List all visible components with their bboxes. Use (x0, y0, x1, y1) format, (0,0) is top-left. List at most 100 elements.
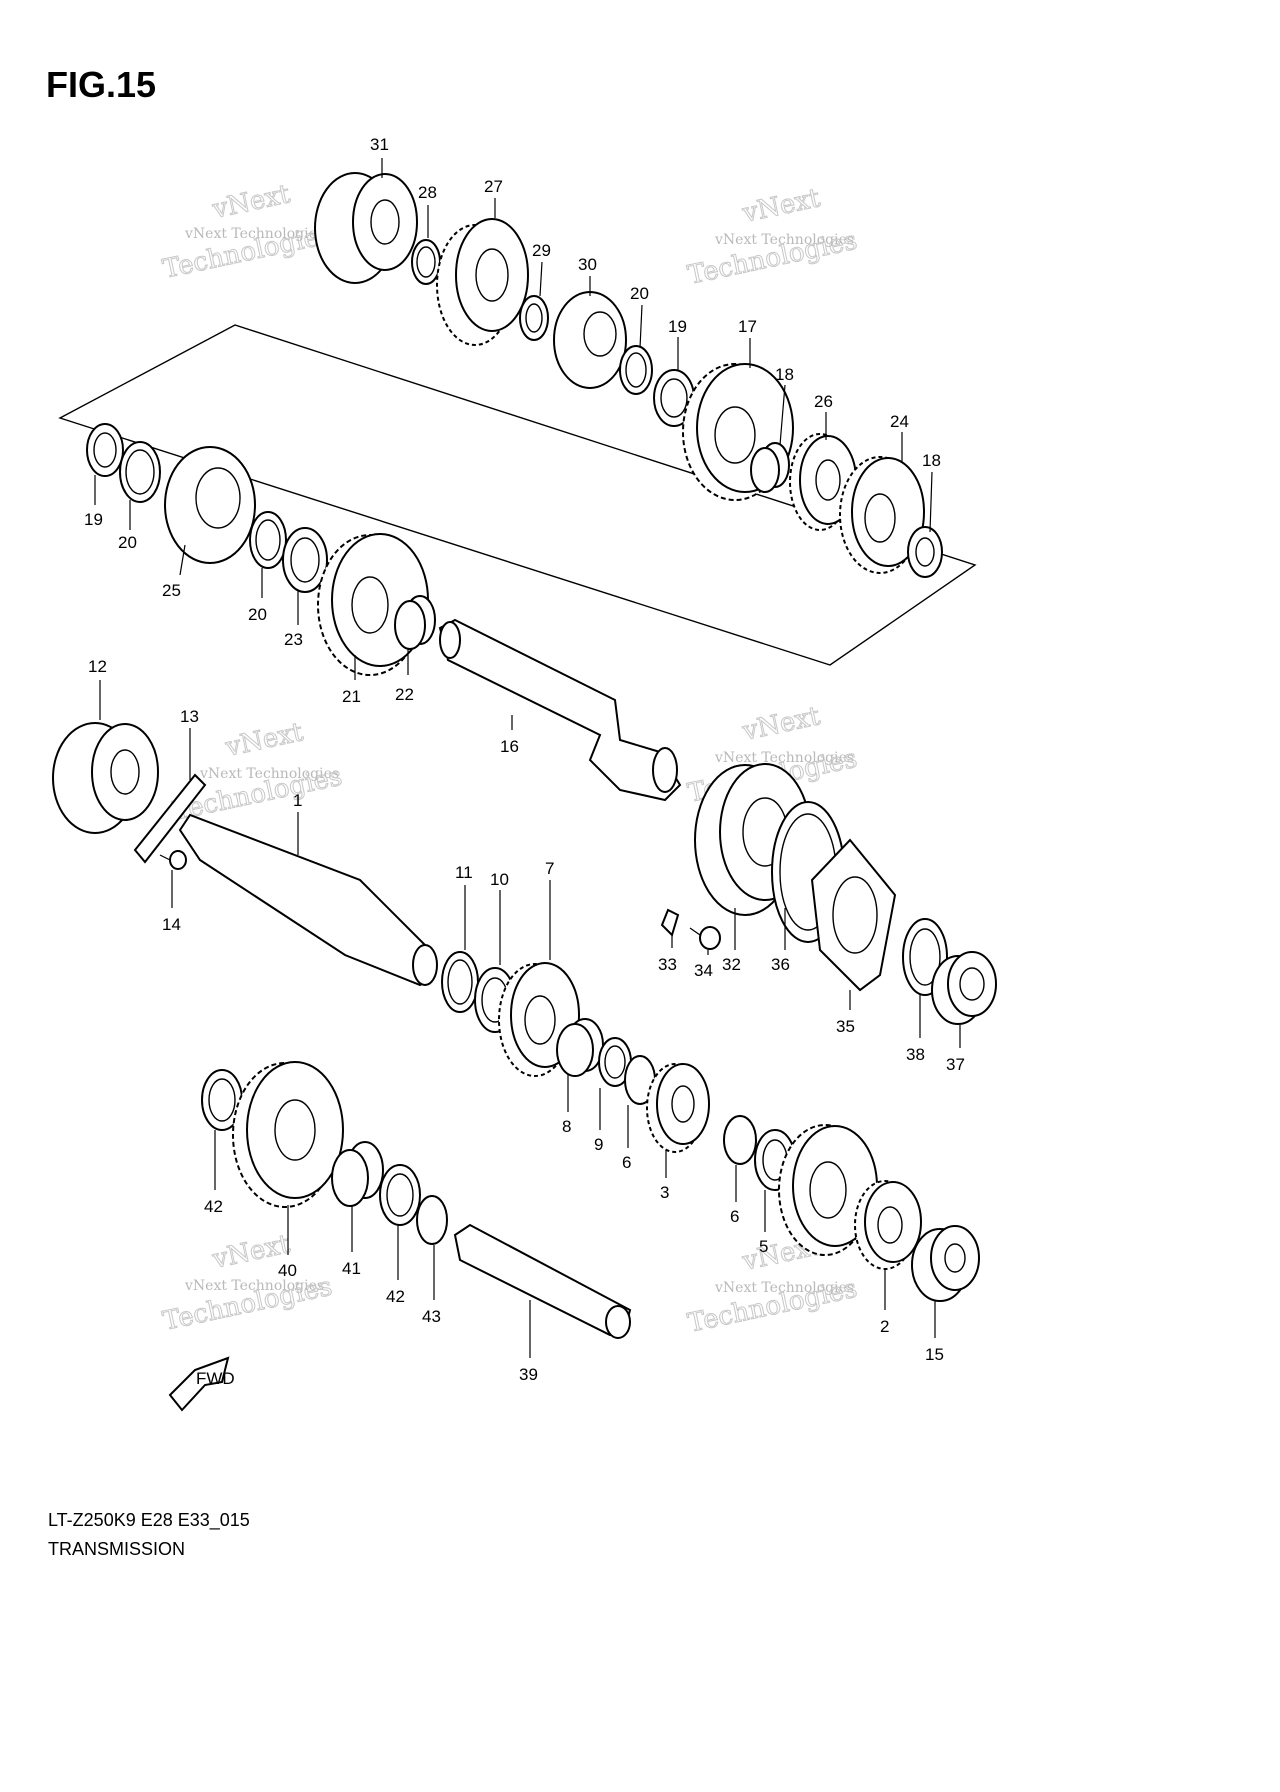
gear (232, 1061, 344, 1208)
bearing (911, 1225, 980, 1302)
bushing (556, 1018, 604, 1077)
bearing-retainer (660, 908, 680, 937)
washer (86, 423, 124, 477)
callout-label: 25 (162, 581, 181, 600)
callout-label: 28 (418, 183, 437, 202)
callout-label: 27 (484, 177, 503, 196)
watermark-text: vNext (739, 701, 823, 747)
callout-label: 43 (422, 1307, 441, 1326)
callout-label: 1 (293, 791, 302, 810)
bearing (694, 763, 811, 916)
callout-label: 18 (775, 365, 794, 384)
gear (839, 456, 925, 574)
washer (379, 1164, 421, 1226)
callout-label: 24 (890, 412, 909, 431)
forward-label: FWD (196, 1369, 235, 1388)
gear (436, 218, 529, 346)
callout-label: 20 (118, 533, 137, 552)
callout-label: 10 (490, 870, 509, 889)
callout-label: 38 (906, 1045, 925, 1064)
watermark-text: vNext Technologies (714, 750, 854, 766)
callout-label: 15 (925, 1345, 944, 1364)
watermark-text: vNext (739, 183, 823, 229)
callout-label: 22 (395, 685, 414, 704)
watermark-text: vNext (222, 717, 306, 763)
circlip (723, 1115, 757, 1165)
bearing-retainer (133, 773, 207, 864)
countershaft (438, 618, 682, 802)
callout-label: 39 (519, 1365, 538, 1384)
callout-label: 34 (694, 961, 713, 980)
watermark-text: vNext Technologies (184, 226, 324, 242)
callout-label: 6 (622, 1153, 631, 1172)
callout-label: 35 (836, 1017, 855, 1036)
gear (646, 1063, 710, 1153)
circlip (441, 951, 479, 1013)
forward-direction-badge: FWD (168, 1356, 235, 1412)
bushing (750, 442, 790, 493)
watermark-text: vNext Technologies (714, 1280, 854, 1296)
callout-label: 30 (578, 255, 597, 274)
countershaft-group-frame (58, 324, 977, 666)
callout-label: 31 (370, 135, 389, 154)
bevel-gear (810, 838, 897, 992)
circlip (249, 511, 287, 569)
diagram-name: TRANSMISSION (48, 1539, 186, 1559)
callout-label: 13 (180, 707, 199, 726)
screw (689, 926, 721, 950)
callout-label: 41 (342, 1259, 361, 1278)
callout-label: 42 (204, 1197, 223, 1216)
callout-label: 5 (759, 1237, 768, 1256)
callout-label: 33 (658, 955, 677, 974)
callout-label: 14 (162, 915, 181, 934)
figure-title: FIG.15 (46, 64, 157, 105)
screw (159, 850, 187, 870)
bearing (931, 951, 997, 1025)
bearing (314, 172, 418, 284)
callout-label: 20 (630, 284, 649, 303)
washer (282, 527, 328, 593)
callout-label: 17 (738, 317, 757, 336)
callout-label: 9 (594, 1135, 603, 1154)
callout-label: 11 (455, 863, 473, 882)
callout-label: 40 (278, 1261, 297, 1280)
callout-label: 42 (386, 1287, 405, 1306)
drive-shaft (453, 1223, 632, 1339)
model-code: LT-Z250K9 E28 E33_015 (48, 1510, 250, 1530)
callout-label: 8 (562, 1117, 571, 1136)
gear (854, 1180, 922, 1270)
callout-label: 37 (946, 1055, 965, 1074)
watermark-text: vNext (209, 179, 293, 225)
callout-label: 3 (660, 1183, 669, 1202)
bushing (331, 1141, 384, 1207)
watermark-text: vNext Technologies (184, 1278, 324, 1294)
circlip (119, 441, 161, 503)
callout-label: 6 (730, 1207, 739, 1226)
callout-label: 19 (84, 510, 103, 529)
callout-label: 16 (500, 737, 519, 756)
bushing (394, 595, 436, 650)
callout-label: 29 (532, 241, 551, 260)
washer (519, 295, 549, 341)
callout-label: 36 (771, 955, 790, 974)
callout-label: 23 (284, 630, 303, 649)
watermark-text: vNext Technologies (714, 232, 854, 248)
callout-label: 7 (545, 859, 554, 878)
washer (411, 239, 441, 285)
shift-dog (553, 291, 627, 389)
circlip (416, 1195, 448, 1245)
shift-dog (164, 446, 256, 564)
main-shaft (178, 813, 438, 987)
callout-label: 19 (668, 317, 687, 336)
callout-label: 26 (814, 392, 833, 411)
callout-label: 18 (922, 451, 941, 470)
bearing (52, 722, 159, 834)
circlip (619, 345, 653, 395)
callout-label: 21 (342, 687, 361, 706)
callout-label: 2 (880, 1317, 889, 1336)
callout-label: 20 (248, 605, 267, 624)
callout-label: 12 (88, 657, 107, 676)
bushing (907, 526, 943, 578)
washer (201, 1069, 243, 1131)
